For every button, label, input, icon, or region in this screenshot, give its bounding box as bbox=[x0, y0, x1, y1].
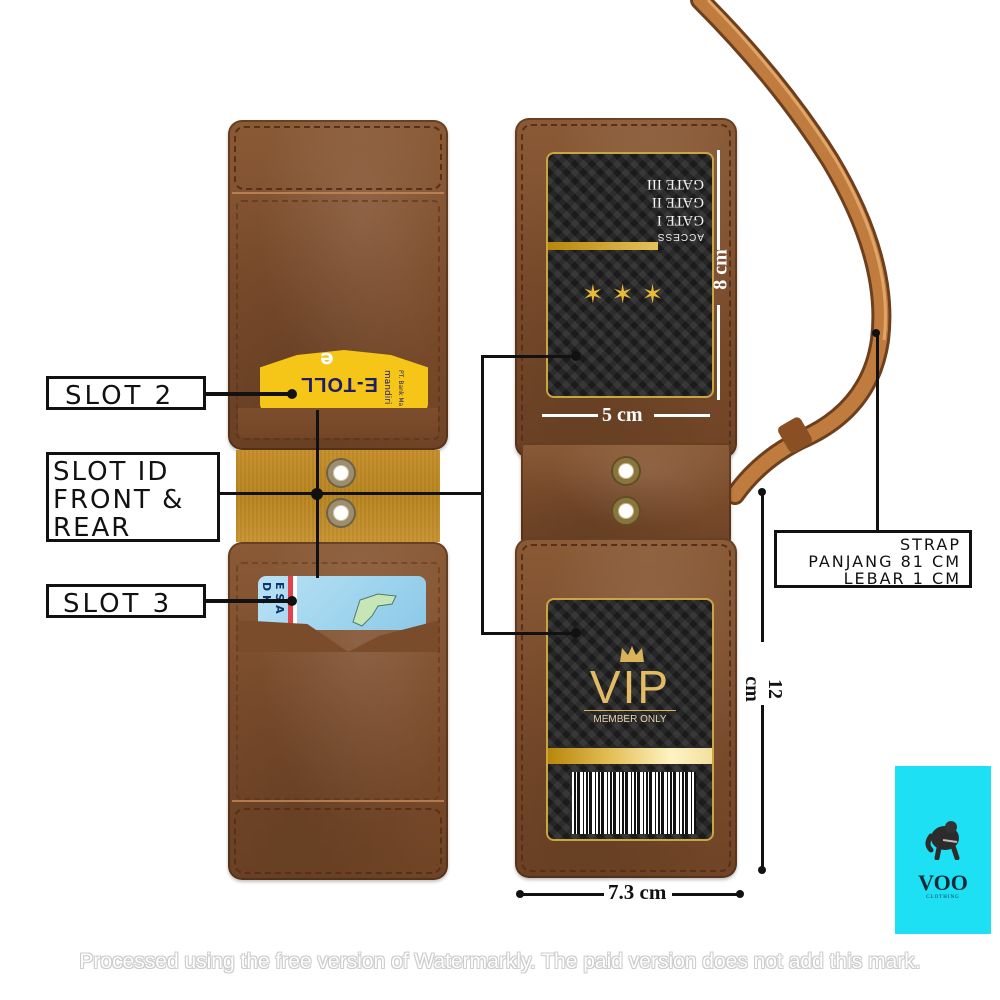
dim-card-height: 8 cm bbox=[709, 249, 732, 290]
callout-strap-line-1: STRAP bbox=[900, 535, 961, 554]
vip-gold-bar bbox=[548, 748, 712, 764]
dim-8cm-line-top bbox=[717, 150, 720, 250]
leader-slot-2 bbox=[206, 392, 292, 396]
grommet-top bbox=[328, 460, 354, 486]
watermark-text: Processed using the free version of Wate… bbox=[79, 950, 921, 973]
callout-strap: STRAP PANJANG 81 CM LEBAR 1 CM bbox=[774, 530, 972, 588]
callout-strap-line-2: PANJANG 81 CM bbox=[808, 552, 961, 571]
gate-1: GATE I bbox=[656, 212, 704, 228]
star-icon: ✶ bbox=[611, 280, 634, 310]
brand-logo-badge: VOO CLOTHING bbox=[895, 766, 991, 934]
star-rating: ✶ ✶ ✶ bbox=[582, 282, 663, 308]
strap-keeper-loop bbox=[778, 417, 812, 453]
crown-icon bbox=[620, 646, 644, 662]
dim-7-3cm-line-left bbox=[520, 893, 604, 896]
dim-7-3cm-end-right bbox=[736, 890, 744, 898]
gate-2: GATE II bbox=[651, 194, 704, 210]
id-card: D K E S A bbox=[258, 576, 426, 630]
callout-strap-line-3: LEBAR 1 CM bbox=[843, 569, 961, 588]
slot-2-pocket bbox=[238, 408, 438, 438]
dim-holder-width: 7.3 cm bbox=[608, 880, 667, 904]
etoll-card: e E-TOLL mandiri PT. Bank Ma bbox=[260, 350, 428, 412]
etoll-label: E-TOLL bbox=[300, 373, 378, 395]
gate-3: GATE III bbox=[646, 176, 704, 192]
leader-access-dot bbox=[571, 351, 581, 361]
brand-tagline: CLOTHING bbox=[926, 895, 960, 900]
left-bottom-panel: D K E S A bbox=[228, 542, 448, 880]
dim-8cm-line-bottom bbox=[717, 305, 720, 400]
callout-slot-id: SLOT ID FRONT & REAR bbox=[46, 452, 220, 542]
leader-slot-id-horizontal bbox=[220, 492, 484, 495]
callout-slot-3-label: SLOT 3 bbox=[63, 589, 173, 619]
id-card-text: D K bbox=[260, 582, 273, 604]
map-icon bbox=[352, 593, 397, 627]
access-card: ACCESS GATE I GATE II GATE III ✶ ✶ ✶ bbox=[546, 152, 714, 398]
access-gold-bar bbox=[548, 242, 658, 250]
vip-card: VIP MEMBER ONLY bbox=[546, 598, 714, 841]
dim-5cm-line-right bbox=[654, 414, 710, 417]
star-icon: ✶ bbox=[582, 280, 604, 310]
dim-12cm-line-top bbox=[761, 492, 764, 642]
dim-12cm-end-bottom bbox=[758, 866, 766, 874]
callout-slot-3: SLOT 3 bbox=[46, 584, 206, 618]
callout-slot-2: SLOT 2 bbox=[46, 376, 206, 410]
callout-slot-id-line-1: SLOT ID bbox=[53, 457, 170, 487]
access-heading: ACCESS bbox=[656, 231, 704, 242]
holder-left-interior: e E-TOLL mandiri PT. Bank Ma D K E S A bbox=[228, 120, 448, 880]
grommet-top-right bbox=[613, 458, 639, 484]
leader-slot-2-dot bbox=[287, 389, 297, 399]
dim-12cm-line-bottom bbox=[761, 705, 764, 870]
leader-slot-3-dot bbox=[287, 596, 297, 606]
callout-slot-2-label: SLOT 2 bbox=[65, 381, 175, 411]
barcode bbox=[572, 772, 696, 834]
leader-slot-3 bbox=[206, 599, 292, 603]
leader-vip-dot bbox=[571, 628, 581, 638]
grommet-bottom bbox=[328, 500, 354, 526]
vip-title: VIP bbox=[589, 661, 671, 713]
leader-strap-dot bbox=[872, 329, 880, 337]
dim-5cm-line-left bbox=[542, 414, 598, 417]
leader-vip-card bbox=[481, 632, 576, 635]
etoll-issuer: mandiri bbox=[382, 370, 392, 405]
leader-slot-vertical bbox=[316, 410, 319, 578]
id-card-text-2: E S A bbox=[273, 582, 286, 614]
dim-7-3cm-line-right bbox=[672, 893, 738, 896]
etoll-issuer-sub: PT. Bank Ma bbox=[397, 370, 404, 407]
vip-subtitle: MEMBER ONLY bbox=[593, 714, 667, 725]
brand-name: VOO bbox=[918, 870, 968, 895]
leader-strap bbox=[876, 332, 879, 532]
leader-access-card bbox=[481, 355, 576, 358]
dim-card-width: 5 cm bbox=[602, 404, 643, 426]
left-top-panel: e E-TOLL mandiri PT. Bank Ma bbox=[228, 120, 448, 450]
gorilla-icon bbox=[925, 821, 960, 860]
callout-slot-id-line-2: FRONT & bbox=[53, 485, 185, 515]
leader-slot-id-right-vertical bbox=[481, 355, 484, 635]
star-icon: ✶ bbox=[641, 280, 664, 310]
callout-slot-id-line-3: REAR bbox=[53, 513, 132, 543]
grommet-bottom-right bbox=[613, 498, 639, 524]
